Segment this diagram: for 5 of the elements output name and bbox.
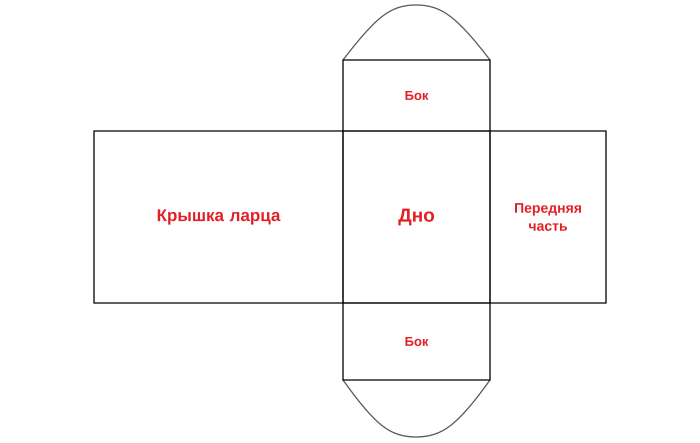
net-panel: Дно [342,130,491,304]
net-panel: Передняя часть [489,130,607,304]
net-panel: Бок [342,302,491,381]
net-panel: Крышка ларца [93,130,344,304]
net-panel: Бок [342,59,491,132]
